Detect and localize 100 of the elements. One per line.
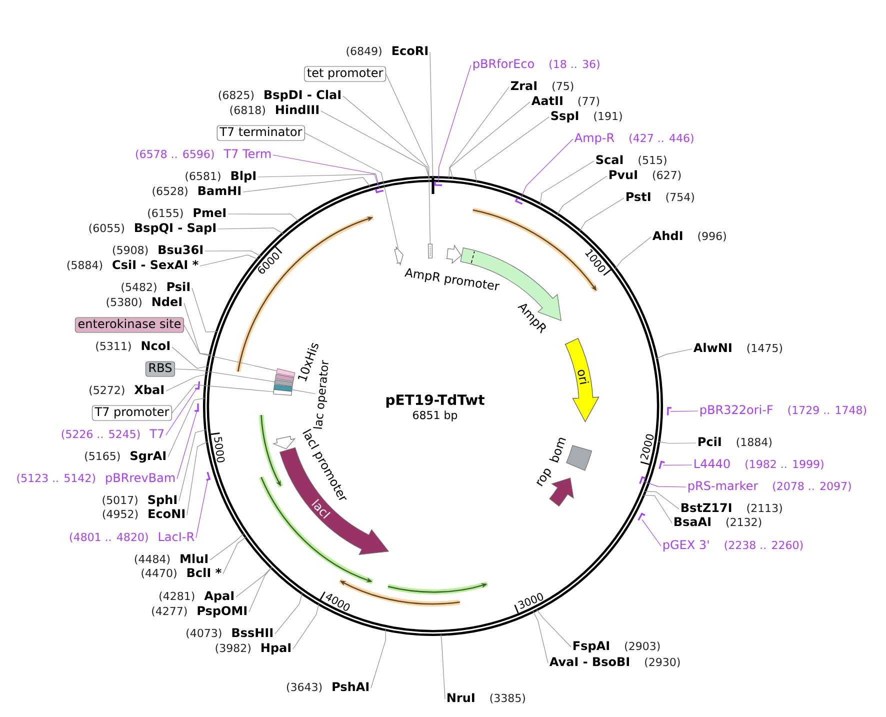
leader-line <box>184 302 212 355</box>
site-label: (6825) BspDI - ClaI <box>218 90 340 102</box>
site-label: (3982) HpaI <box>216 643 290 654</box>
leader-line <box>168 398 206 458</box>
site-label: (6818) HindIII <box>230 104 318 116</box>
leader-line <box>540 160 594 205</box>
site-label: (6155) PmeI <box>148 208 226 218</box>
leader-line <box>556 176 608 215</box>
feature-label: bom <box>549 438 566 463</box>
leader-line <box>304 132 398 249</box>
feature-tag: enterokinase site <box>74 317 184 333</box>
leader-line <box>614 236 652 269</box>
site-label: (5380) NdeI <box>106 296 182 308</box>
leader-line <box>386 74 430 244</box>
leader-line <box>658 441 696 444</box>
site-label: (6055) BspQI - SapI <box>89 223 216 234</box>
primer-label: (6578 .. 6596) T7 Term <box>136 149 271 160</box>
feature-block <box>276 368 296 378</box>
primer-mark <box>667 407 672 416</box>
feature-tag: RBS <box>145 361 176 377</box>
primer-label: pGEX 3' (2238 .. 2260) <box>663 540 803 552</box>
site-label: (5017) SphI <box>102 494 176 506</box>
leader-line <box>172 346 209 369</box>
leader-line <box>438 64 472 183</box>
site-label: (4073) BssHII <box>186 628 272 638</box>
feature-shape <box>549 478 574 507</box>
site-label: (5884) CsiI - SexAI * <box>67 260 198 270</box>
feature-block <box>275 374 294 382</box>
leader-line <box>176 410 198 480</box>
leader-line <box>292 603 320 650</box>
primer-label: (5123 .. 5142) pBRrevBam <box>17 473 175 484</box>
feature-tag: tet promoter <box>304 66 386 82</box>
leader-line <box>532 610 548 664</box>
primer-label: pBR322ori-F (1729 .. 1748) <box>700 404 866 416</box>
primer-mark <box>638 512 646 521</box>
site-label: (5482) PsiI <box>122 282 190 292</box>
primer-label: (4801 .. 4820) LacI-R <box>70 532 194 542</box>
site-label: PvuI (627) <box>610 170 681 180</box>
feature-block <box>274 379 294 387</box>
primer-label: pRS-marker (2078 .. 2097) <box>688 480 851 492</box>
leader-line <box>448 86 510 179</box>
site-label: (4281) ApaI <box>160 591 234 602</box>
leader-line <box>200 254 259 266</box>
feature-label: AmpR promoter <box>404 268 500 290</box>
site-label: (5908) Bsu36I <box>112 245 202 256</box>
leader-line <box>272 154 380 190</box>
site-label: (5311) NcoI <box>96 341 170 352</box>
leader-line <box>370 628 386 688</box>
site-label: BsaAI (2132) <box>674 517 762 528</box>
site-label: (3643) PshAI <box>286 682 368 692</box>
leader-line <box>536 608 572 648</box>
primer-mark <box>194 404 199 412</box>
feature-tag: T7 promoter <box>92 405 172 421</box>
leader-line <box>670 410 698 412</box>
feature-shape <box>394 246 404 266</box>
leader-line <box>440 634 446 700</box>
feature-block <box>273 389 292 396</box>
leader-line <box>166 374 208 392</box>
feature-shape <box>273 436 296 450</box>
primer-mark <box>639 476 646 484</box>
leader-line <box>242 177 370 192</box>
leader-line <box>186 441 208 516</box>
site-label: AlwNI (1475) <box>693 342 782 354</box>
leader-line <box>450 102 530 180</box>
primer-label: (5226 .. 5245) T7 <box>62 429 164 440</box>
primer-label: L4440 (1982 .. 1999) <box>694 459 824 470</box>
leader-line <box>248 567 272 612</box>
leader-line <box>644 491 680 510</box>
length-label: 6851 bp <box>413 410 458 422</box>
leader-line <box>172 384 274 414</box>
site-label: AatII (77) <box>531 96 600 106</box>
leader-line <box>520 138 574 200</box>
leader-line <box>643 481 686 488</box>
feature-tag: T7 terminator <box>216 125 305 141</box>
title: pET19-TdTwt <box>386 394 484 408</box>
leader-line <box>192 288 218 332</box>
tick-label: 5000 <box>214 437 225 462</box>
site-label: (6528) BamHI <box>152 186 240 196</box>
site-label: ZraI (75) <box>510 81 574 92</box>
tick-label: 4000 <box>326 594 350 611</box>
leader-line <box>222 536 246 574</box>
primer-mark <box>195 381 200 390</box>
site-label: BstZ17I (2113) <box>682 503 782 514</box>
leader-line <box>204 250 262 257</box>
site-label: (4470) BclI * <box>142 568 222 578</box>
feature-shape <box>446 245 462 264</box>
site-label: AvaI - BsoBI (2930) <box>549 657 680 668</box>
primer-mark <box>515 198 523 205</box>
site-label: SspI (191) <box>551 111 622 122</box>
leader-line <box>210 533 244 560</box>
site-label: (5165) SgrAI <box>85 451 166 463</box>
leader-line <box>430 52 434 178</box>
site-label: (6581) BlpI <box>186 170 256 182</box>
feature-label: lac operator <box>313 360 328 429</box>
leader-line <box>258 174 378 185</box>
primer-mark <box>206 472 210 481</box>
primer-mark <box>658 460 665 469</box>
leader-line <box>166 387 198 436</box>
leader-line <box>579 198 624 232</box>
leader-line <box>320 110 430 178</box>
